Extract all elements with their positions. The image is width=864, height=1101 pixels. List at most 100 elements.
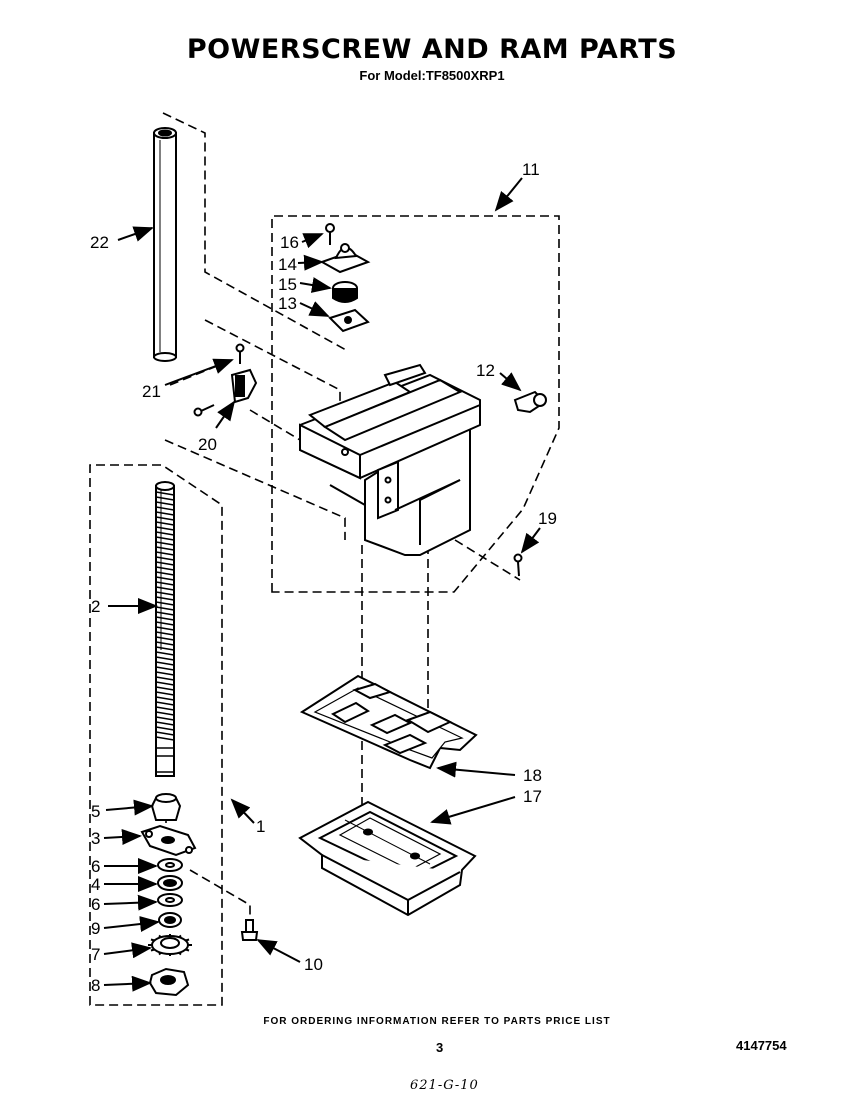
callout-13: 13 xyxy=(278,294,297,313)
screw-thread xyxy=(155,561,175,566)
screw-thread xyxy=(155,571,175,576)
screw-thread xyxy=(155,646,175,651)
screw-thread xyxy=(155,641,175,646)
screw-thread xyxy=(155,536,175,541)
screw-thread xyxy=(155,611,175,616)
sprocket-tooth xyxy=(178,934,182,938)
callout-9: 9 xyxy=(91,919,100,938)
document-number: 4147754 xyxy=(736,1038,787,1053)
screw-thread xyxy=(155,556,175,561)
sprocket-tooth xyxy=(150,948,155,952)
part-7-sprocket xyxy=(148,934,192,956)
screw-thread xyxy=(155,576,175,581)
callout-19: 19 xyxy=(538,509,557,528)
screw-thread xyxy=(155,506,175,511)
screw-thread xyxy=(155,541,175,546)
screw-thread xyxy=(155,501,175,506)
part-22-rod xyxy=(153,127,177,362)
screw-thread xyxy=(155,521,175,526)
sprocket-tooth xyxy=(178,952,182,956)
bottom-hardware-stack xyxy=(140,793,197,997)
sprocket-tooth xyxy=(150,938,155,942)
screw-thread xyxy=(155,721,175,726)
sprocket-tooth xyxy=(185,938,190,942)
handwritten-note: 621-G-10 xyxy=(410,1078,479,1093)
sprocket-tooth xyxy=(158,934,162,938)
screw-thread xyxy=(155,581,175,586)
screw-thread xyxy=(155,696,175,701)
callout-20: 20 xyxy=(198,435,217,454)
screw-thread xyxy=(155,681,175,686)
page-number: 3 xyxy=(436,1040,444,1055)
callout-8: 8 xyxy=(91,976,100,995)
screw-thread xyxy=(155,666,175,671)
page-title: POWERSCREW AND RAM PARTS xyxy=(186,34,678,65)
callout-4: 4 xyxy=(91,875,100,894)
screw-thread xyxy=(155,606,175,611)
part-20-bracket xyxy=(230,368,258,404)
callout-17: 17 xyxy=(523,787,542,806)
screw-thread xyxy=(155,491,175,496)
ordering-note: FOR ORDERING INFORMATION REFER TO PARTS … xyxy=(263,1016,611,1027)
part-10-screw xyxy=(240,919,259,941)
screw-thread xyxy=(155,726,175,731)
callout-16: 16 xyxy=(280,233,299,252)
callout-labels: 22 16 14 15 13 11 12 21 20 19 2 18 17 5 … xyxy=(90,160,557,995)
screw-thread xyxy=(155,601,175,606)
screw-thread xyxy=(155,531,175,536)
screw-thread xyxy=(155,511,175,516)
ram-assembly-boundary xyxy=(271,215,560,593)
screw-thread xyxy=(155,651,175,656)
part-19-screw xyxy=(513,553,523,577)
callout-6-top: 6 xyxy=(91,857,100,876)
screw-thread xyxy=(155,616,175,621)
screw-thread xyxy=(155,626,175,631)
screw-thread xyxy=(155,591,175,596)
callout-21: 21 xyxy=(142,382,161,401)
ram-housing xyxy=(299,363,481,556)
sprocket-tooth xyxy=(158,952,162,956)
callout-3: 3 xyxy=(91,829,100,848)
callout-7: 7 xyxy=(91,945,100,964)
screw-thread xyxy=(155,621,175,626)
screw-thread xyxy=(155,596,175,601)
callout-1: 1 xyxy=(256,817,265,836)
part-21-screws xyxy=(193,343,245,417)
screw-thread xyxy=(155,586,175,591)
screw-thread xyxy=(155,496,175,501)
screw-thread xyxy=(155,656,175,661)
screw-thread xyxy=(155,661,175,666)
part-14-mount xyxy=(319,243,371,274)
top-hardware xyxy=(319,223,371,333)
callout-5: 5 xyxy=(91,802,100,821)
part-16-screw xyxy=(325,223,335,245)
callout-11: 11 xyxy=(522,160,540,179)
callout-12: 12 xyxy=(476,361,495,380)
screw-thread xyxy=(155,736,175,741)
screw-thread xyxy=(155,691,175,696)
rod-guide-line xyxy=(162,112,347,351)
screw-thread xyxy=(155,551,175,556)
part-15-gear xyxy=(332,281,358,303)
screw-thread xyxy=(155,711,175,716)
screw-thread xyxy=(155,686,175,691)
callout-22: 22 xyxy=(90,233,109,252)
callout-15: 15 xyxy=(278,275,297,294)
screw-thread xyxy=(155,526,175,531)
part-2-powerscrew xyxy=(155,481,175,777)
part-18-plate xyxy=(299,674,478,770)
callout-2: 2 xyxy=(91,597,100,616)
screw-thread xyxy=(155,706,175,711)
screw-thread xyxy=(155,631,175,636)
part-13-plate xyxy=(328,308,370,333)
screw-thread xyxy=(155,731,175,736)
part-12-clip xyxy=(513,390,547,414)
screw-thread xyxy=(155,716,175,721)
screw-thread xyxy=(155,566,175,571)
part-17-tray xyxy=(298,800,477,917)
powerscrew-assembly-boundary xyxy=(89,464,223,1006)
screw-guide-line xyxy=(164,439,346,540)
model-subtitle: For Model:TF8500XRP1 xyxy=(359,68,505,83)
